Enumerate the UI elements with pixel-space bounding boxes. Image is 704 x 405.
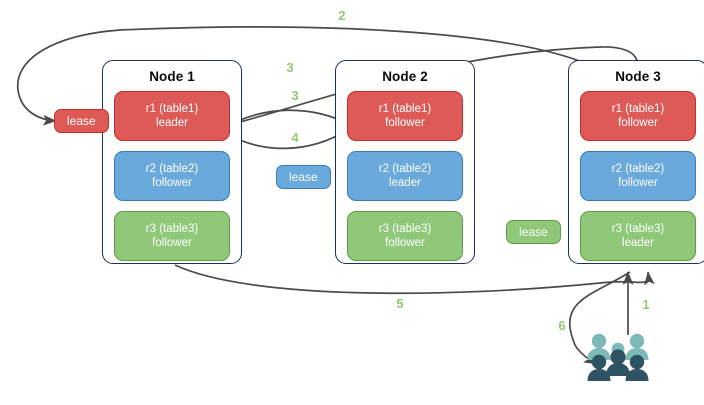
replica-role: follower <box>152 237 192 249</box>
step-label-6: 6 <box>558 318 566 333</box>
node-card-node2[interactable]: Node 2 r1 (table1) follower r2 (table2) … <box>335 60 475 264</box>
replica-r1[interactable]: r1 (table1) leader <box>114 91 230 141</box>
node-title: Node 1 <box>149 69 195 84</box>
lease-badge-r2[interactable]: lease <box>276 165 331 189</box>
replica-list: r1 (table1) follower r2 (table2) leader … <box>347 91 463 271</box>
step-label-1: 1 <box>642 297 650 312</box>
lease-badge-r3[interactable]: lease <box>506 220 561 244</box>
replica-name: r1 (table1) <box>145 103 199 115</box>
replica-name: r2 (table2) <box>611 163 665 175</box>
replica-name: r2 (table2) <box>145 163 199 175</box>
replica-r1[interactable]: r1 (table1) follower <box>347 91 463 141</box>
replica-name: r3 (table3) <box>378 223 432 235</box>
node-title: Node 3 <box>615 69 661 84</box>
replica-role: follower <box>385 237 425 249</box>
step-label-2: 2 <box>338 8 346 23</box>
replica-name: r1 (table1) <box>378 103 432 115</box>
lease-badge-r1[interactable]: lease <box>54 109 109 133</box>
replica-role: leader <box>156 117 188 129</box>
replica-r2[interactable]: r2 (table2) follower <box>114 151 230 201</box>
users-group-icon <box>587 333 649 381</box>
step-label-3a: 3 <box>286 60 294 75</box>
node-card-node1[interactable]: Node 1 r1 (table1) leader r2 (table2) fo… <box>102 60 242 264</box>
step-label-4: 4 <box>291 130 299 145</box>
replica-role: leader <box>389 177 421 189</box>
replica-r2[interactable]: r2 (table2) follower <box>580 151 696 201</box>
replica-list: r1 (table1) leader r2 (table2) follower … <box>114 91 230 271</box>
node-card-node3[interactable]: Node 3 r1 (table1) follower r2 (table2) … <box>568 60 704 264</box>
replica-name: r2 (table2) <box>378 163 432 175</box>
replica-name: r1 (table1) <box>611 103 665 115</box>
replica-role: leader <box>622 237 654 249</box>
replica-name: r3 (table3) <box>611 223 665 235</box>
replica-role: follower <box>152 177 192 189</box>
replica-list: r1 (table1) follower r2 (table2) followe… <box>580 91 696 271</box>
replica-role: follower <box>618 177 658 189</box>
replica-r3[interactable]: r3 (table3) follower <box>114 211 230 261</box>
node-title: Node 2 <box>382 69 428 84</box>
step-label-5: 5 <box>396 296 404 311</box>
replica-r2[interactable]: r2 (table2) leader <box>347 151 463 201</box>
replica-r3[interactable]: r3 (table3) follower <box>347 211 463 261</box>
replica-name: r3 (table3) <box>145 223 199 235</box>
replica-role: follower <box>618 117 658 129</box>
step-label-3b: 3 <box>291 88 299 103</box>
replica-role: follower <box>385 117 425 129</box>
replica-r1[interactable]: r1 (table1) follower <box>580 91 696 141</box>
replica-r3[interactable]: r3 (table3) leader <box>580 211 696 261</box>
